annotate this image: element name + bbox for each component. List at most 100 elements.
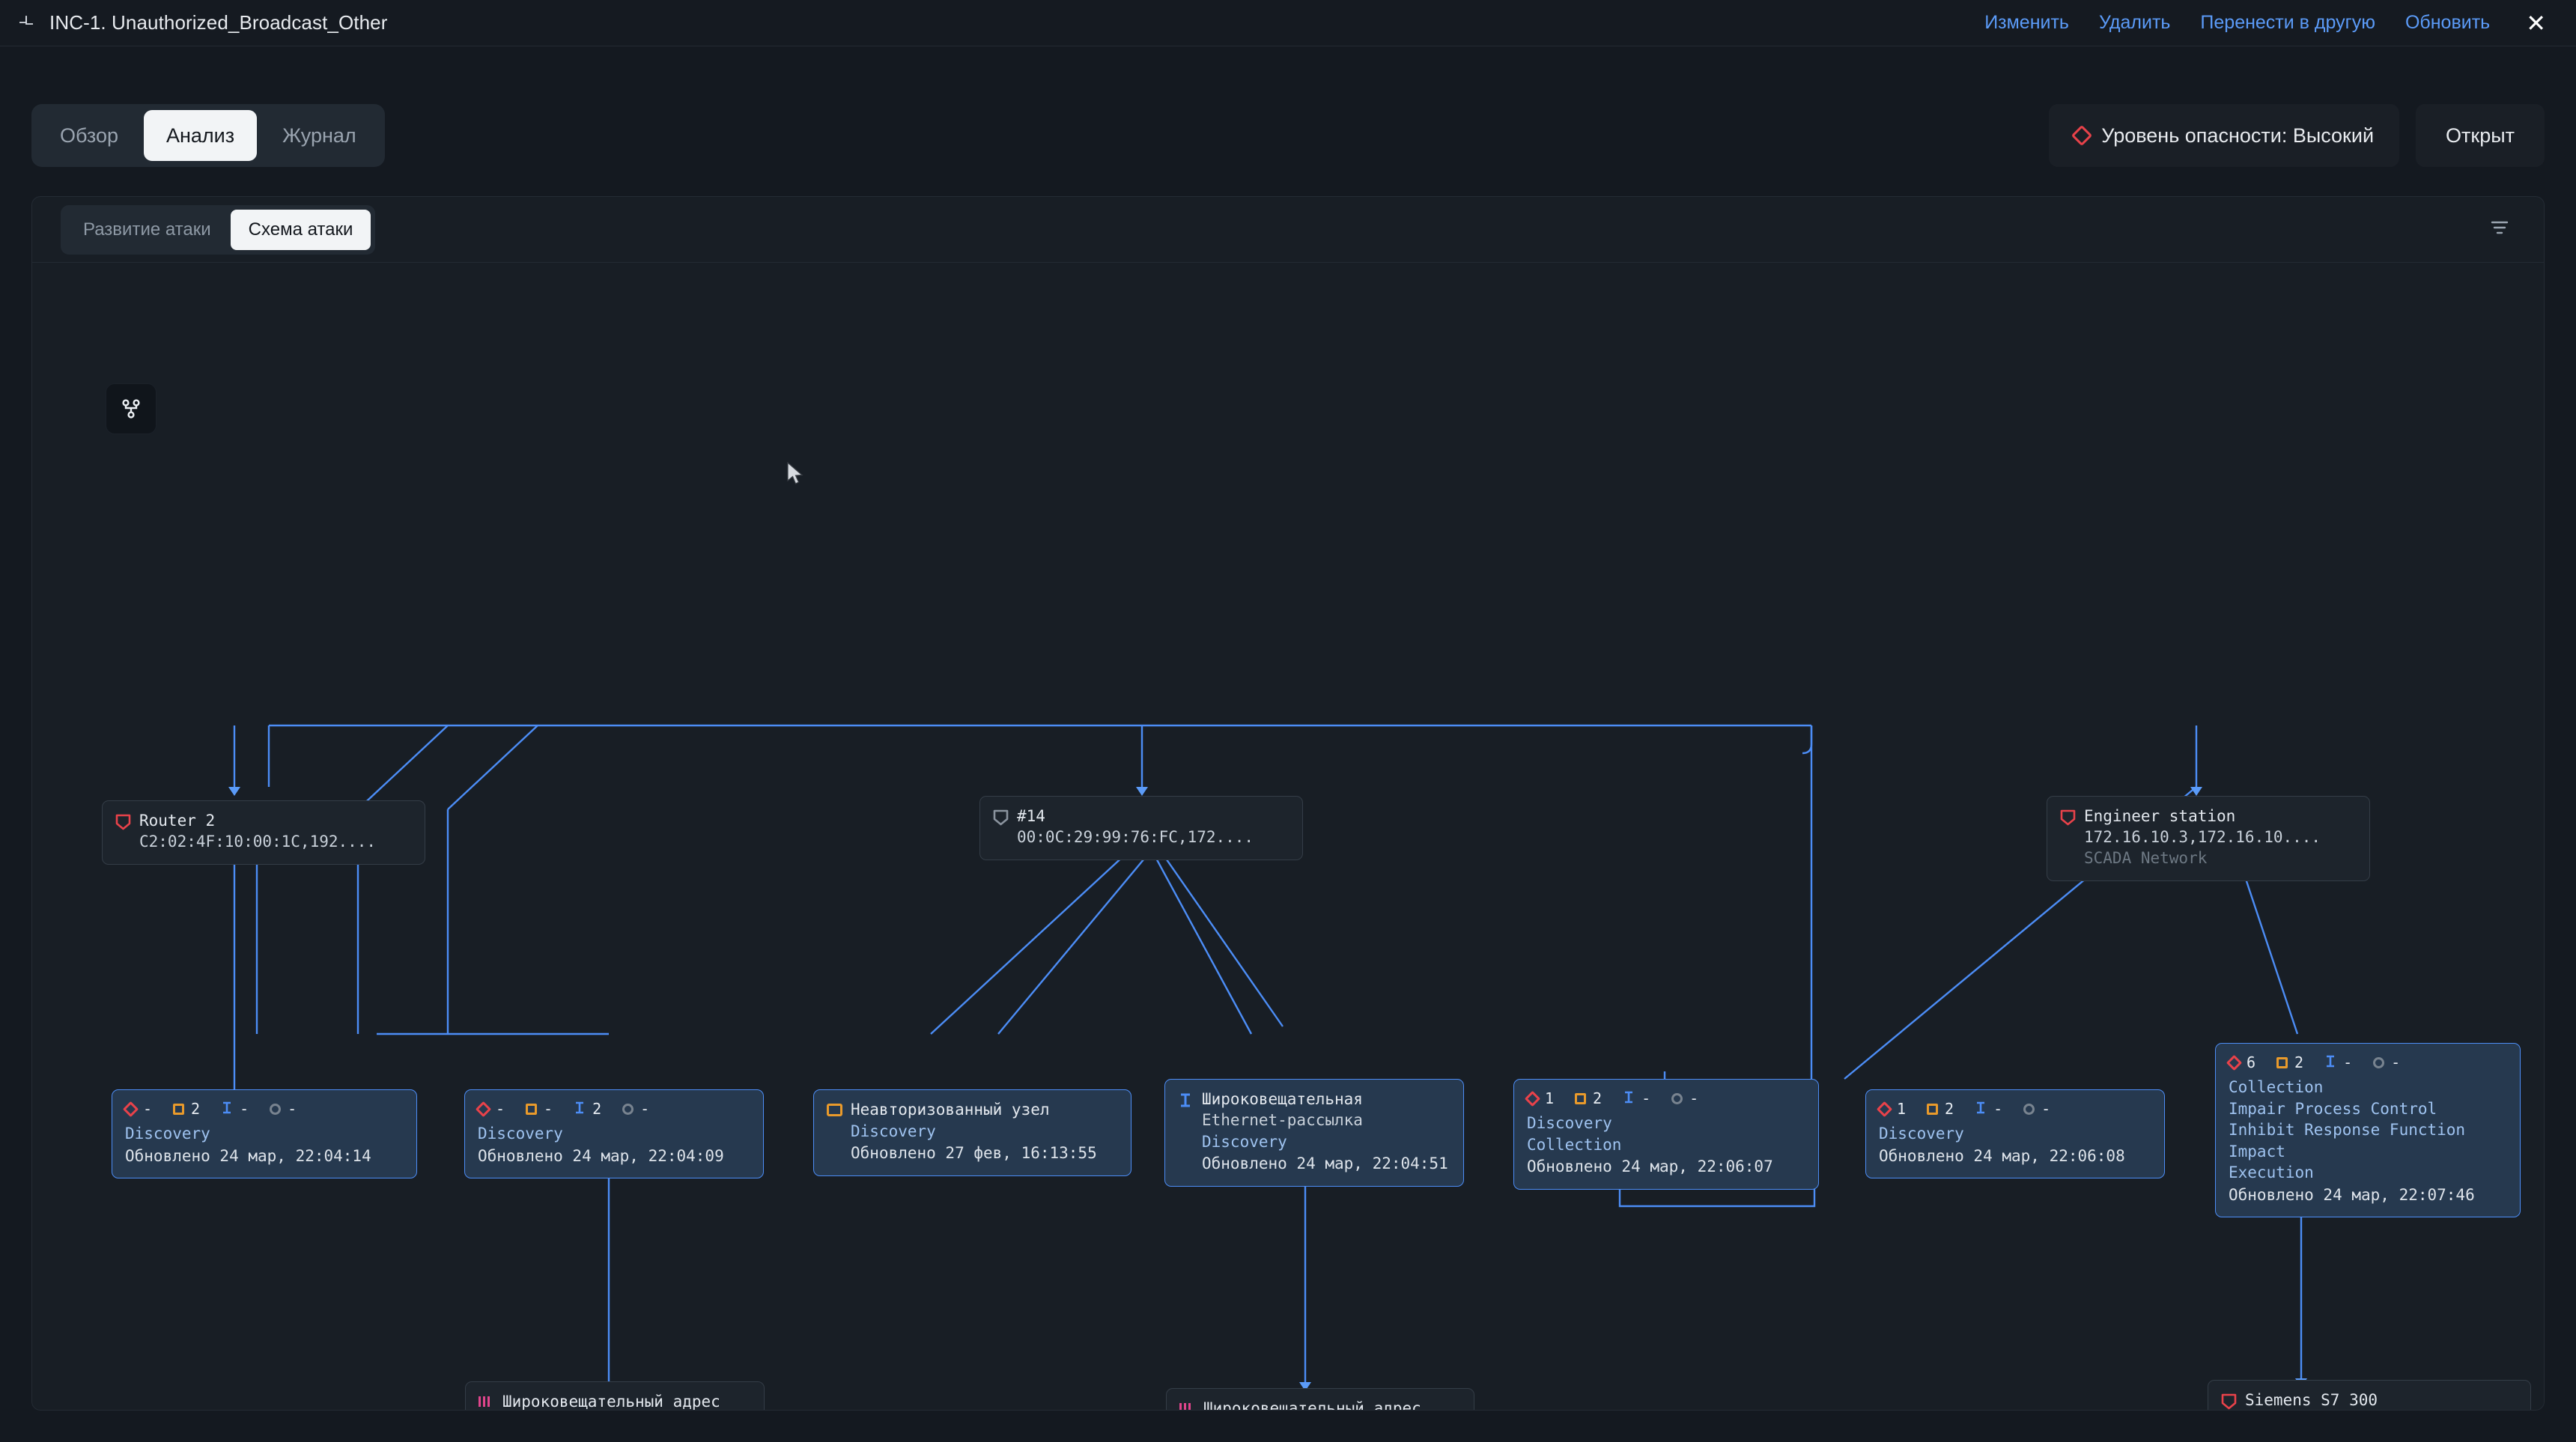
counter-circle: -	[622, 1100, 649, 1118]
top-bar: INC-1. Unauthorized_Broadcast_Other Изме…	[0, 0, 2576, 46]
circle-grey-icon	[2373, 1056, 2385, 1068]
counter-value: 2	[1593, 1089, 1603, 1107]
node-engineer-station[interactable]: Engineer station 172.16.10.3,172.16.10..…	[2047, 796, 2370, 881]
node-broadcast-address-ip[interactable]: Широковещательный адрес 255.255.255.255 …	[465, 1381, 765, 1410]
ibeam-blue-icon	[1975, 1101, 1987, 1117]
graph-subtabs: Развитие атаки Схема атаки	[61, 204, 376, 255]
node-updated: Обновлено 24 мар, 22:04:14	[125, 1146, 371, 1165]
tactic-label: Execution	[2229, 1163, 2314, 1182]
tactic-label: Inhibit Response Function	[2229, 1121, 2466, 1140]
node-updated: Обновлено 24 мар, 22:07:46	[2229, 1185, 2475, 1204]
counter-value: -	[2041, 1100, 2051, 1118]
subtab-attack-progress[interactable]: Развитие атаки	[83, 219, 211, 240]
diamond-red-icon	[2071, 124, 2093, 147]
node-title: Siemens S7 300	[2245, 1391, 2378, 1409]
node-updated: Обновлено 24 мар, 22:06:07	[1527, 1157, 1773, 1176]
ibeam-blue-icon	[2324, 1055, 2336, 1071]
counter-value: 2	[1945, 1100, 1954, 1118]
node-header: Router 2	[115, 811, 412, 832]
counter-ibeam: -	[2324, 1053, 2352, 1071]
refresh-link[interactable]: Обновить	[2405, 12, 2491, 33]
diamond-red-icon	[2226, 1054, 2243, 1071]
counter-square: 2	[1575, 1089, 1602, 1107]
ibeam-blue-icon	[1178, 1092, 1194, 1108]
node-unauthorized-host[interactable]: Неавторизованный узел Discovery Обновлен…	[813, 1089, 1131, 1177]
edit-link[interactable]: Изменить	[1984, 12, 2069, 33]
technique-counters: 1 2 - -	[1876, 1100, 2151, 1118]
tactic-label: Collection	[1527, 1135, 1622, 1154]
subtab-attack-scheme[interactable]: Схема атаки	[230, 209, 371, 250]
counter-value: -	[1993, 1100, 2003, 1118]
page-title: INC-1. Unauthorized_Broadcast_Other	[49, 11, 388, 34]
move-link[interactable]: Перенести в другую	[2200, 12, 2375, 33]
technique-counters: - - 2 -	[475, 1100, 750, 1118]
node-title: Engineer station	[2084, 807, 2236, 825]
counter-value: -	[143, 1100, 153, 1118]
node-broadcast-address-mac[interactable]: Широковещательный адрес FF:FF:FF:FF:FF:F…	[1166, 1388, 1474, 1410]
counter-value: -	[1689, 1089, 1699, 1107]
tactic-label: Discovery	[1527, 1114, 1612, 1132]
node-siemens-s7-300[interactable]: Siemens S7 300 172.16.20.2,172.16.20....…	[2208, 1380, 2531, 1410]
node-technique-2[interactable]: - - 2 - Discovery Обновлено 24 мар, 22:0…	[464, 1089, 764, 1179]
counter-value: 2	[592, 1100, 602, 1118]
graph-layout-button[interactable]	[106, 383, 157, 434]
counter-value: -	[240, 1100, 249, 1118]
node-title: Широковещательная	[1202, 1090, 1363, 1108]
node-title: Router 2	[139, 812, 216, 830]
bars-pink-icon	[479, 1396, 494, 1410]
diamond-red-icon	[475, 1101, 492, 1117]
close-icon[interactable]: ✕	[2526, 9, 2546, 37]
node-technique-5[interactable]: 6 2 - - Collection Impair Process Contro…	[2215, 1043, 2521, 1218]
shield-red-icon	[2060, 809, 2076, 826]
counter-value: -	[496, 1100, 505, 1118]
counter-value: -	[2343, 1053, 2353, 1071]
counter-value: 2	[2294, 1053, 2304, 1071]
counter-value: -	[2391, 1053, 2401, 1071]
technique-counters: 1 2 - -	[1524, 1089, 1805, 1107]
counter-square: 2	[173, 1100, 200, 1118]
node-technique-1[interactable]: - 2 - - Discovery Обновлено 24 мар, 22:0…	[112, 1089, 417, 1179]
square-orange-icon	[2276, 1056, 2288, 1068]
node-header: Широковещательный адрес	[479, 1392, 751, 1410]
tactic-label: Impact	[2229, 1142, 2285, 1160]
node-updated: Обновлено 24 мар, 22:04:09	[478, 1146, 724, 1165]
graph-canvas[interactable]: Router 2 C2:02:4F:10:00:1C,192.... #14 0…	[32, 263, 2544, 1410]
node-technique-3[interactable]: 1 2 - - Discovery Collection Обновлено 2…	[1513, 1079, 1819, 1190]
counter-square: 2	[1927, 1100, 1954, 1118]
status-button[interactable]: Открыт	[2416, 104, 2545, 167]
tactic-label: Collection	[2229, 1078, 2324, 1096]
diamond-red-icon	[1876, 1101, 1893, 1117]
ibeam-blue-icon	[574, 1101, 586, 1117]
danger-level-badge[interactable]: Уровень опасности: Высокий	[2049, 104, 2400, 167]
node-title-line2: Ethernet-рассылка	[1202, 1110, 1363, 1129]
tab-zhurnal[interactable]: Журнал	[282, 124, 356, 147]
tab-obzor[interactable]: Обзор	[60, 124, 118, 147]
counter-circle: -	[2023, 1100, 2050, 1118]
delete-link[interactable]: Удалить	[2098, 12, 2171, 33]
tab-analiz[interactable]: Анализ	[143, 110, 258, 161]
node-host-14[interactable]: #14 00:0C:29:99:76:FC,172....	[979, 796, 1303, 860]
counter-value: 2	[191, 1100, 201, 1118]
shield-red-icon	[2221, 1393, 2237, 1410]
counter-value: -	[288, 1100, 297, 1118]
square-orange-icon	[173, 1103, 185, 1115]
counter-value: 6	[2247, 1053, 2256, 1071]
node-technique-4[interactable]: 1 2 - - Discovery Обновлено 24 мар, 22:0…	[1865, 1089, 2165, 1179]
counter-diamond: -	[475, 1100, 505, 1118]
node-updated: Обновлено 24 мар, 22:06:08	[1879, 1146, 2125, 1165]
counter-value: 1	[1897, 1100, 1907, 1118]
filter-icon[interactable]	[2488, 216, 2511, 243]
danger-level-label: Уровень опасности: Высокий	[2101, 124, 2375, 147]
counter-diamond: 1	[1876, 1100, 1907, 1118]
main-tabs: Обзор Анализ Журнал	[31, 104, 385, 167]
node-router-2[interactable]: Router 2 C2:02:4F:10:00:1C,192....	[102, 800, 425, 865]
node-broadcast-ethernet[interactable]: Широковещательная Ethernet-рассылка Disc…	[1164, 1079, 1464, 1187]
attack-graph-panel: Развитие атаки Схема атаки	[31, 196, 2545, 1411]
circle-grey-icon	[622, 1103, 634, 1115]
shield-red-icon	[115, 814, 131, 830]
tactic-label: Impair Process Control	[2229, 1099, 2437, 1118]
counter-ibeam: 2	[574, 1100, 601, 1118]
node-updated: Обновлено 24 мар, 22:04:51	[1202, 1154, 1448, 1173]
square-orange-icon	[1575, 1092, 1587, 1104]
